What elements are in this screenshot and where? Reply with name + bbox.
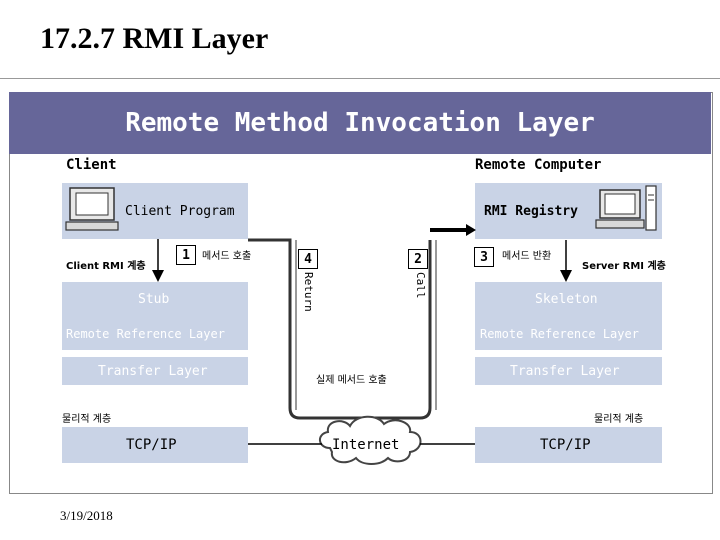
slide-date: 3/19/2018	[60, 508, 113, 523]
server-transfer-label: Transfer Layer	[510, 364, 620, 379]
step-3-badge: 3	[474, 247, 494, 267]
client-tcpip-label: TCP/IP	[126, 437, 177, 453]
server-rmi-layer-label: Server RMI 계층	[582, 261, 666, 272]
server-remote-ref-band	[475, 322, 662, 350]
server-transfer-band	[475, 357, 662, 385]
slide-title: 17.2.7 RMI Layer	[40, 22, 269, 55]
rmi-registry-label: RMI Registry	[484, 204, 578, 219]
client-remote-ref-label: Remote Reference Layer	[66, 327, 225, 341]
client-rmi-layer-label: Client RMI 계층	[66, 261, 146, 272]
title-divider	[0, 78, 720, 79]
step-2-badge: 2	[408, 249, 428, 269]
client-tcpip-band	[62, 427, 248, 463]
client-computer-icon	[65, 187, 119, 231]
diagram-banner: Remote Method Invocation Layer	[9, 92, 711, 154]
remote-computer-heading: Remote Computer	[475, 157, 602, 173]
server-physical-label: 물리적 계층	[594, 414, 644, 425]
step-1-badge: 1	[176, 245, 196, 265]
server-computer-icon	[595, 185, 657, 231]
call-label: Call	[414, 272, 427, 299]
client-transfer-label: Transfer Layer	[98, 364, 208, 379]
server-tcpip-label: TCP/IP	[540, 437, 591, 453]
return-label: Return	[302, 272, 315, 312]
client-remote-ref-band	[62, 322, 248, 350]
return-path-line	[248, 238, 292, 408]
client-transfer-band	[62, 357, 248, 385]
actual-call-connector	[288, 407, 432, 420]
client-physical-label: 물리적 계층	[62, 414, 112, 425]
stub-label: Stub	[138, 292, 170, 307]
step-4-badge: 4	[298, 249, 318, 269]
step-3-label: 메서드 반환	[502, 251, 552, 262]
server-tcpip-band	[475, 427, 662, 463]
server-remote-ref-label: Remote Reference Layer	[480, 327, 639, 341]
skeleton-band	[475, 282, 662, 322]
actual-call-label: 실제 메서드 호출	[316, 375, 387, 386]
client-heading: Client	[66, 157, 117, 173]
client-program-label: Client Program	[125, 204, 235, 219]
skeleton-label: Skeleton	[535, 292, 598, 307]
step-1-label: 메서드 호출	[202, 251, 252, 262]
internet-cloud-icon	[319, 415, 422, 465]
stub-band	[62, 282, 248, 322]
internet-label: Internet	[332, 437, 400, 453]
